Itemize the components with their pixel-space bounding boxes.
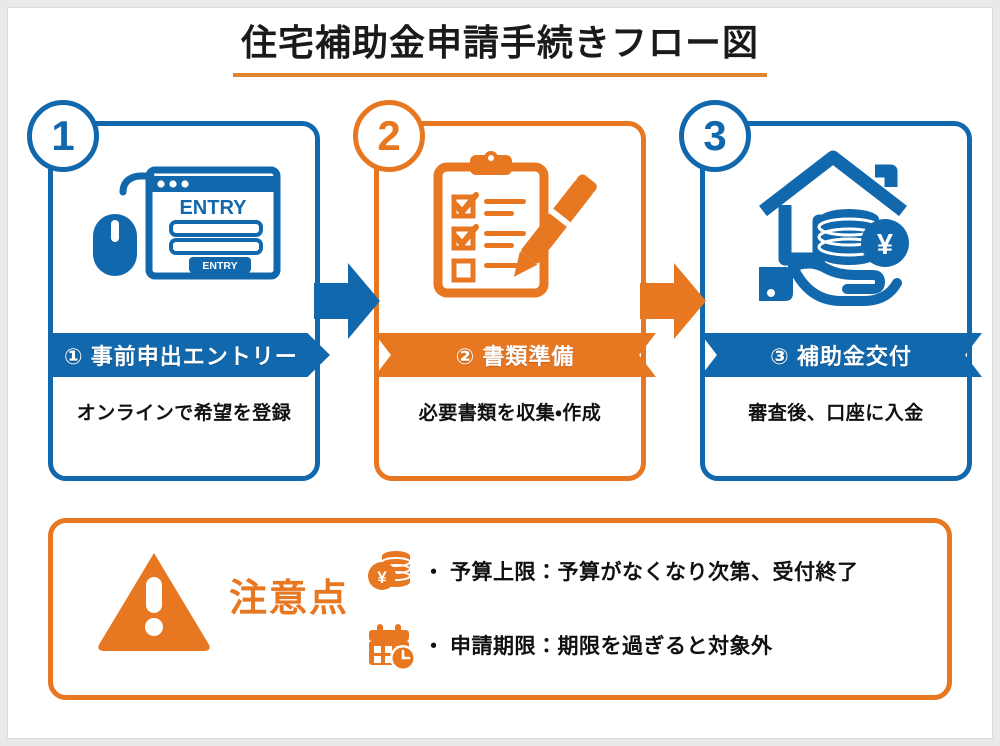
browser-entry-mouse-icon: ENTRY ENTRY [93,166,281,280]
notes-list: ¥ ・ 予算上限：予算がなくなり次第、受付終了 [365,545,859,671]
step-banner-label-3: ③ 補助金交付 [770,344,912,369]
note-bullet: ・ [423,561,444,584]
note-item: ・ 申請期限：期限を過ぎると対象外 [365,619,859,671]
note-text: 予算上限：予算がなくなり次第、受付終了 [450,561,859,584]
step-banner-label-1: ① 事前申出エントリー [64,344,298,369]
page-title-wrapper: 住宅補助金申請手続きフロー図 [8,22,992,78]
step-card-3: 3 ¥ [679,100,982,481]
svg-text:¥: ¥ [877,229,893,261]
step-banner-2: ② 書類準備 [374,333,656,377]
step-banner-3: ③ 補助金交付 [700,333,982,377]
warning-triangle-icon [98,553,210,651]
coins-yen-icon: ¥ [368,551,411,590]
note-bullet: ・ [423,635,444,658]
step-icon-2 [379,134,641,324]
notes-panel: 注意点 ¥ ・ 予算上限：予算がなくなり次第、受付終了 [48,518,952,700]
house-hand-coins-yen-icon: ¥ [759,150,909,306]
clipboard-checklist-pen-icon [433,151,597,298]
infographic-canvas: 住宅補助金申請手続きフロー図 1 ENTRY ENTRY [8,8,992,738]
arrow-step1-to-step2 [314,263,380,339]
step-icon-3: ¥ [705,134,967,324]
step-caption-2: 必要書類を収集・作成 [418,403,602,424]
step-number-badge-1: 1 [27,100,99,172]
step-caption-1: オンラインで希望を登録 [76,403,292,424]
arrow-step2-to-step3 [640,263,706,339]
step-banner-label-2: ② 書類準備 [455,344,575,369]
step-number-badge-3: 3 [679,100,751,172]
svg-text:¥: ¥ [377,568,387,587]
svg-text:ENTRY: ENTRY [202,260,237,272]
step-card-1: 1 ENTRY ENTRY ① 事前申出エ [27,100,330,481]
step-icon-1: ENTRY ENTRY [53,134,315,324]
step-card-2: 2 [353,100,656,481]
step-caption-3: 審査後、口座に入金 [748,403,924,424]
svg-text:ENTRY: ENTRY [179,197,247,219]
note-item: ¥ ・ 予算上限：予算がなくなり次第、受付終了 [365,545,859,597]
note-text: 申請期限：期限を過ぎると対象外 [450,635,773,658]
step-number-badge-2: 2 [353,100,425,172]
calendar-clock-icon [369,624,416,671]
step-banner-1: ① 事前申出エントリー [48,333,330,377]
notes-heading: 注意点 [95,547,349,651]
notes-title: 注意点 [229,578,350,620]
page-title: 住宅補助金申請手続きフロー図 [232,22,767,78]
